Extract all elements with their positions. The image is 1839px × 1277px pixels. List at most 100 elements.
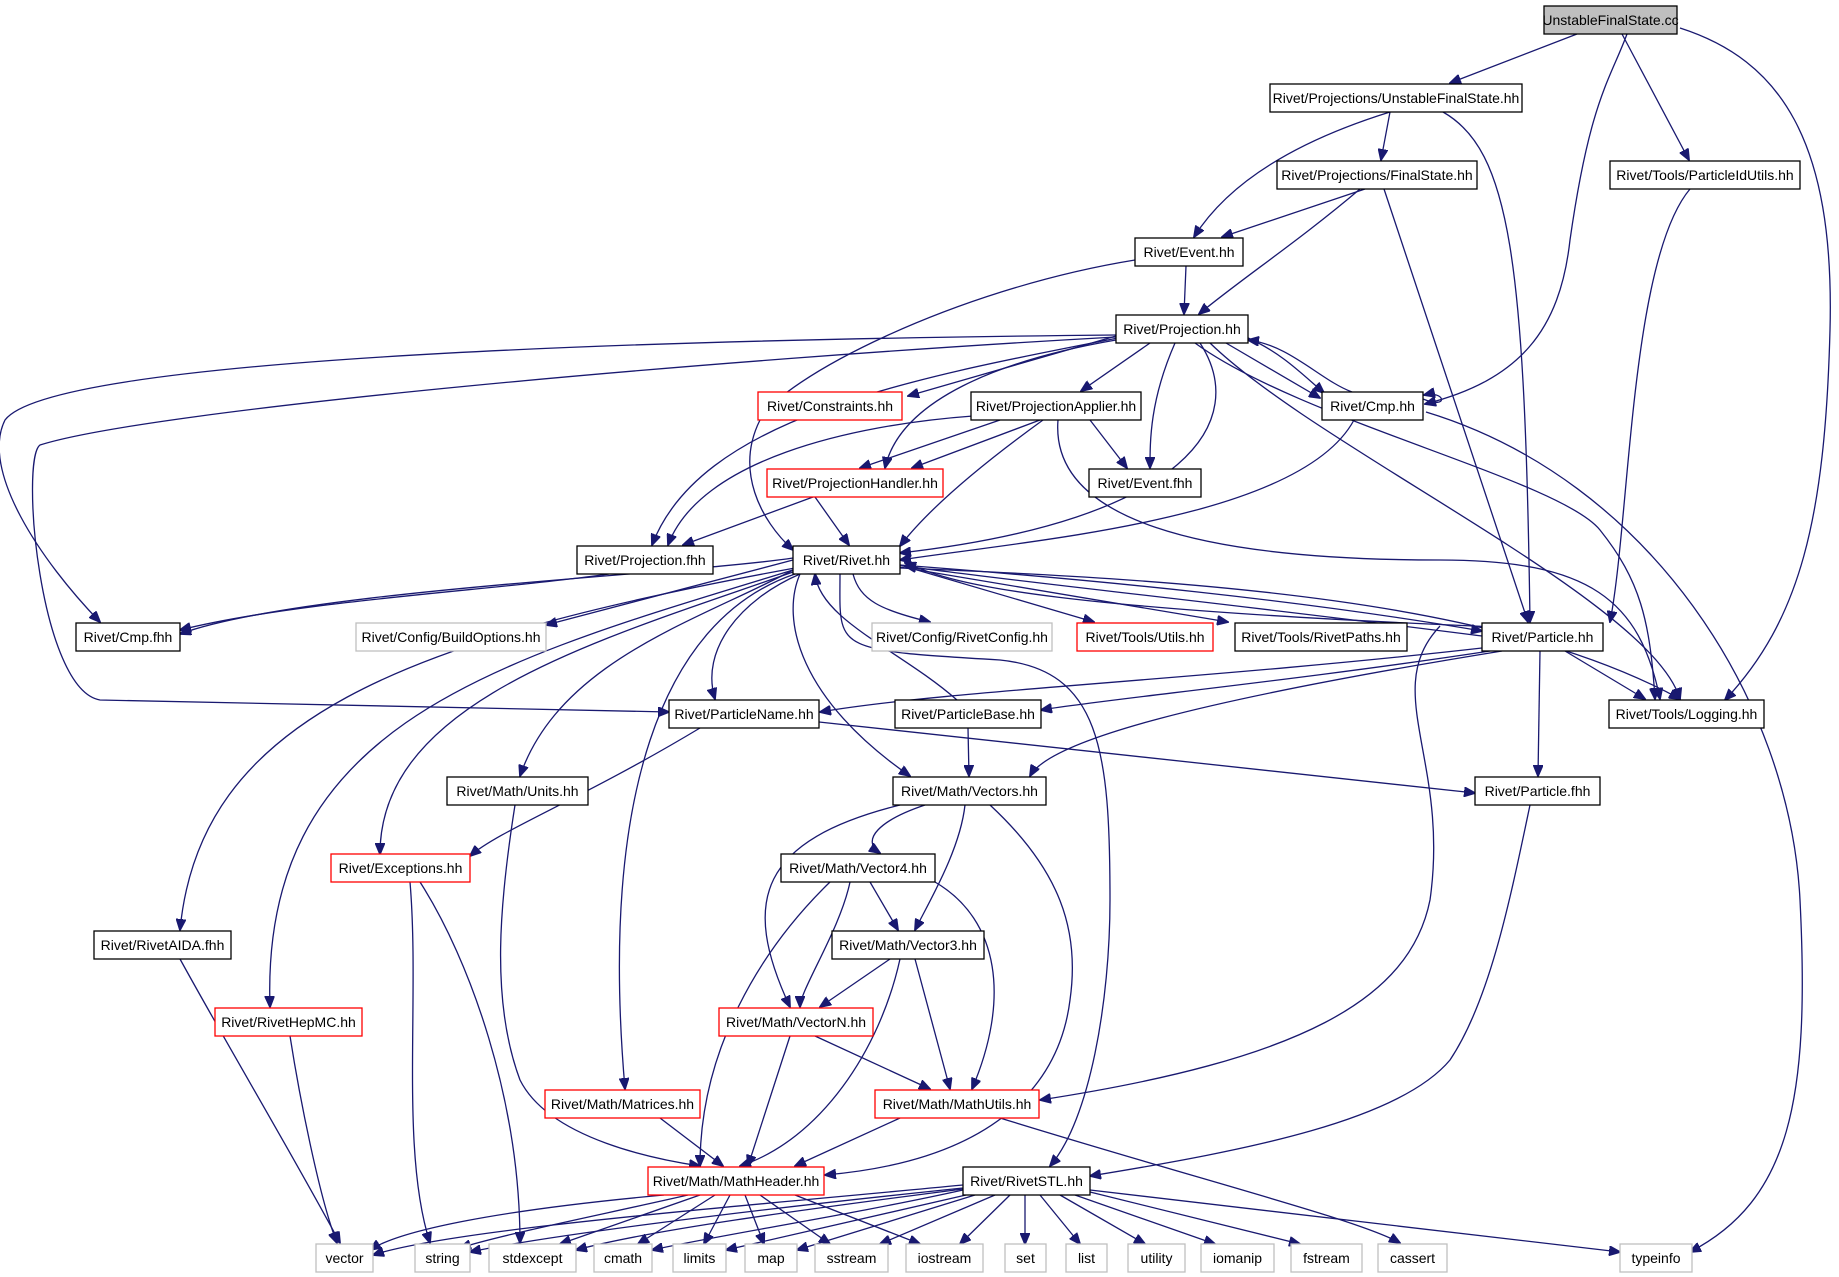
node-math-matrices-hh[interactable]: Rivet/Math/Matrices.hh xyxy=(544,1089,701,1119)
svg-text:Rivet/Math/Vector4.hh: Rivet/Math/Vector4.hh xyxy=(789,860,927,876)
node-std-vector[interactable]: vector xyxy=(315,1243,374,1273)
include-edge xyxy=(638,1194,716,1244)
node-tools-particleidutils-hh[interactable]: Rivet/Tools/ParticleIdUtils.hh xyxy=(1609,160,1801,190)
node-std-iostream[interactable]: iostream xyxy=(905,1243,984,1273)
node-tools-rivetpaths-hh[interactable]: Rivet/Tools/RivetPaths.hh xyxy=(1234,622,1408,652)
include-edge xyxy=(905,566,1483,637)
node-std-cmath[interactable]: cmath xyxy=(593,1243,653,1273)
node-config-buildoptions-hh[interactable]: Rivet/Config/BuildOptions.hh xyxy=(355,622,547,652)
include-edge xyxy=(968,727,969,776)
node-particlename-hh[interactable]: Rivet/ParticleName.hh xyxy=(668,699,820,729)
include-edge xyxy=(180,567,796,930)
node-exceptions-hh[interactable]: Rivet/Exceptions.hh xyxy=(330,853,471,883)
node-tools-logging-hh[interactable]: Rivet/Tools/Logging.hh xyxy=(1608,699,1765,729)
include-edge xyxy=(1538,650,1540,776)
node-rivetaida-fhh[interactable]: Rivet/RivetAIDA.fhh xyxy=(93,930,232,960)
svg-text:Rivet/Math/MathUtils.hh: Rivet/Math/MathUtils.hh xyxy=(883,1096,1032,1112)
include-edge xyxy=(1225,342,1320,398)
include-edge xyxy=(764,804,901,1007)
svg-text:string: string xyxy=(425,1250,459,1266)
node-std-cassert[interactable]: cassert xyxy=(1377,1243,1448,1273)
node-std-sstream[interactable]: sstream xyxy=(814,1243,889,1273)
node-std-set[interactable]: set xyxy=(1004,1243,1047,1273)
node-std-utility[interactable]: utility xyxy=(1127,1243,1186,1273)
node-event-hh[interactable]: Rivet/Event.hh xyxy=(1134,237,1244,267)
node-rivethepmc-hh[interactable]: Rivet/RivetHepMC.hh xyxy=(214,1007,363,1037)
include-edge xyxy=(576,1188,964,1250)
node-projectionapplier-hh[interactable]: Rivet/ProjectionApplier.hh xyxy=(970,391,1142,421)
svg-text:Rivet/RivetSTL.hh: Rivet/RivetSTL.hh xyxy=(970,1173,1083,1189)
include-edge xyxy=(1090,804,1531,1176)
include-edge xyxy=(1610,188,1691,622)
node-rivet-hh[interactable]: Rivet/Rivet.hh xyxy=(792,545,901,575)
include-edge xyxy=(825,804,1073,1175)
node-std-list[interactable]: list xyxy=(1065,1243,1108,1273)
node-math-vector4-hh[interactable]: Rivet/Math/Vector4.hh xyxy=(780,853,936,883)
svg-text:limits: limits xyxy=(684,1250,716,1266)
node-std-typeinfo[interactable]: typeinfo xyxy=(1619,1243,1693,1273)
include-edge xyxy=(820,647,1483,712)
node-std-string[interactable]: string xyxy=(414,1243,471,1273)
include-edge xyxy=(726,1194,967,1250)
include-edge xyxy=(748,1035,791,1166)
node-math-units-hh[interactable]: Rivet/Math/Units.hh xyxy=(446,776,589,806)
include-edge xyxy=(1222,188,1366,237)
node-std-limits[interactable]: limits xyxy=(672,1243,727,1273)
node-projection-hh[interactable]: Rivet/Projection.hh xyxy=(1115,314,1249,344)
include-edge xyxy=(712,573,801,699)
include-edge xyxy=(270,569,794,1007)
node-particlebase-hh[interactable]: Rivet/ParticleBase.hh xyxy=(894,699,1042,729)
node-projection-fhh[interactable]: Rivet/Projection.fhh xyxy=(576,545,714,575)
include-edge xyxy=(1089,419,1127,468)
node-std-map[interactable]: map xyxy=(744,1243,798,1273)
include-edge xyxy=(1089,1189,1620,1252)
node-particle-hh[interactable]: Rivet/Particle.hh xyxy=(1481,622,1604,652)
node-std-iomanip[interactable]: iomanip xyxy=(1200,1243,1275,1273)
include-edge xyxy=(1057,419,1660,699)
node-particle-fhh[interactable]: Rivet/Particle.fhh xyxy=(1474,776,1601,806)
node-math-mathheader-hh[interactable]: Rivet/Math/MathHeader.hh xyxy=(647,1166,825,1196)
node-std-fstream[interactable]: fstream xyxy=(1290,1243,1363,1273)
node-math-vector3-hh[interactable]: Rivet/Math/Vector3.hh xyxy=(831,930,985,960)
node-rivetstl-hh[interactable]: Rivet/RivetSTL.hh xyxy=(962,1166,1091,1196)
svg-text:Rivet/Exceptions.hh: Rivet/Exceptions.hh xyxy=(339,860,463,876)
svg-text:Rivet/RivetAIDA.fhh: Rivet/RivetAIDA.fhh xyxy=(101,937,225,953)
node-config-rivetconfig-hh[interactable]: Rivet/Config/RivetConfig.hh xyxy=(871,622,1053,652)
include-edge xyxy=(900,419,1355,560)
svg-text:cassert: cassert xyxy=(1390,1250,1435,1266)
nodes-layer: UnstableFinalState.cc Rivet/Projections/… xyxy=(75,5,1801,1273)
node-unstablefinalstate-cc[interactable]: UnstableFinalState.cc xyxy=(1542,5,1679,35)
svg-text:Rivet/Constraints.hh: Rivet/Constraints.hh xyxy=(767,398,893,414)
node-math-vectorn-hh[interactable]: Rivet/Math/VectorN.hh xyxy=(718,1007,874,1037)
svg-text:Rivet/Tools/Logging.hh: Rivet/Tools/Logging.hh xyxy=(1616,706,1758,722)
node-cmp-hh[interactable]: Rivet/Cmp.hh xyxy=(1321,391,1424,421)
node-cmp-fhh[interactable]: Rivet/Cmp.fhh xyxy=(75,622,181,652)
include-edge xyxy=(618,573,796,1089)
svg-text:Rivet/ParticleBase.hh: Rivet/ParticleBase.hh xyxy=(901,706,1035,722)
svg-text:Rivet/Math/Units.hh: Rivet/Math/Units.hh xyxy=(456,783,578,799)
include-edge xyxy=(704,1194,731,1244)
node-math-mathutils-hh[interactable]: Rivet/Math/MathUtils.hh xyxy=(874,1089,1040,1119)
node-projections-unstablefinalstate-hh[interactable]: Rivet/Projections/UnstableFinalState.hh xyxy=(1269,83,1523,113)
node-constraints-hh[interactable]: Rivet/Constraints.hh xyxy=(757,391,903,421)
node-event-fhh[interactable]: Rivet/Event.fhh xyxy=(1088,468,1202,498)
include-edge xyxy=(289,1035,337,1243)
svg-text:set: set xyxy=(1016,1250,1035,1266)
node-math-vectors-hh[interactable]: Rivet/Math/Vectors.hh xyxy=(892,776,1047,806)
node-projectionhandler-hh[interactable]: Rivet/ProjectionHandler.hh xyxy=(766,468,944,498)
include-edge xyxy=(1679,27,1831,700)
include-edge xyxy=(1081,342,1151,391)
node-tools-utils-hh[interactable]: Rivet/Tools/Utils.hh xyxy=(1076,622,1214,652)
include-edge xyxy=(852,573,930,622)
svg-text:cmath: cmath xyxy=(604,1250,642,1266)
include-edge xyxy=(744,1194,764,1244)
include-edge xyxy=(818,721,1475,793)
node-std-stdexcept[interactable]: stdexcept xyxy=(488,1243,577,1273)
svg-text:Rivet/Particle.hh: Rivet/Particle.hh xyxy=(1492,629,1594,645)
include-edge xyxy=(560,1194,701,1244)
svg-text:iomanip: iomanip xyxy=(1213,1250,1262,1266)
svg-text:Rivet/ProjectionApplier.hh: Rivet/ProjectionApplier.hh xyxy=(976,398,1136,414)
svg-text:Rivet/Math/Matrices.hh: Rivet/Math/Matrices.hh xyxy=(551,1096,694,1112)
node-projections-finalstate-hh[interactable]: Rivet/Projections/FinalState.hh xyxy=(1276,160,1478,190)
